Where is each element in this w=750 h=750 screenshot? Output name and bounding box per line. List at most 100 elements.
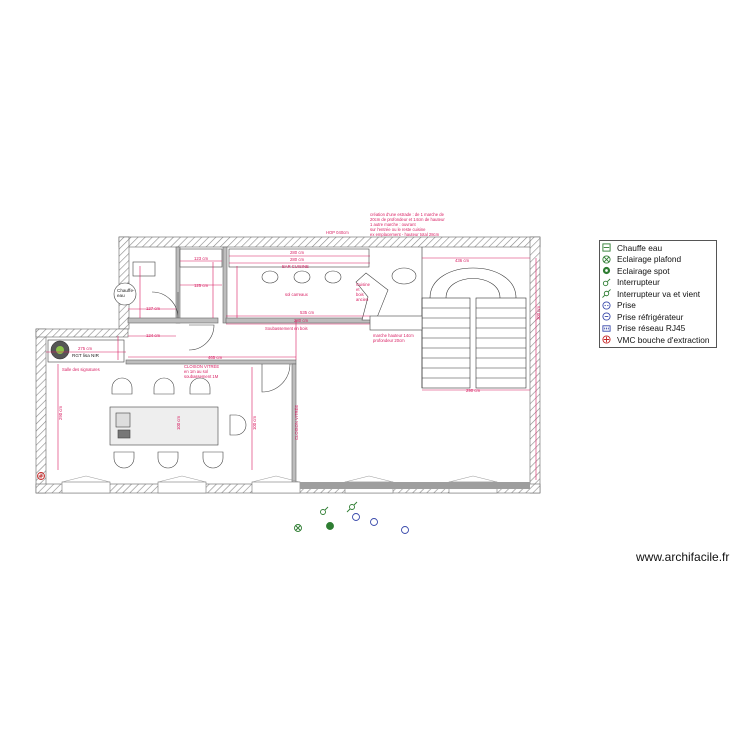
water-heater	[113, 282, 137, 306]
note-cloison: soubassement 1M	[184, 374, 219, 379]
dim-label: 100 cm	[252, 415, 257, 430]
window-3	[251, 481, 301, 494]
note-salle: Salle des signatures	[62, 367, 100, 372]
legend-item-ceiling-light: Eclairage plafond	[602, 254, 681, 265]
legend-item-rj45: Prise réseau RJ45	[602, 323, 685, 334]
kitchen-counter	[228, 248, 370, 268]
legend-item-switch: Interrupteur	[602, 277, 660, 288]
switch-icon	[602, 278, 611, 286]
note-creation: 20cm de profondeur et 14cm de hauteur	[370, 217, 445, 222]
legend-label: Prise réseau RJ45	[617, 323, 686, 333]
kitchen-island	[355, 272, 389, 321]
legend-label: VMC bouche d'extraction	[617, 334, 710, 345]
dim-label: 125 cm	[194, 283, 209, 288]
chair-7	[229, 414, 247, 436]
electrical-symbols	[37, 472, 409, 534]
legend-item-vmc: VMC bouche d'extraction	[602, 334, 709, 345]
note-creation: création d'une estrade : de 1 marche de	[370, 212, 445, 217]
legend-label: Prise	[617, 300, 636, 310]
dim-label: 127 cm	[146, 306, 161, 311]
dim-label: 465 cm	[208, 355, 223, 360]
outlet-icon	[352, 513, 360, 521]
note-cloison: CLOISON VITRÉE	[184, 364, 219, 369]
window-2	[157, 481, 207, 494]
spot-light-icon	[326, 522, 334, 530]
dim-label: 300 cm	[536, 305, 541, 320]
stool-3	[324, 270, 342, 284]
window-1	[61, 481, 111, 494]
stove	[369, 315, 423, 331]
staircase	[421, 247, 527, 389]
note-cloison: en 1m au sol	[184, 369, 208, 374]
wall-top	[118, 236, 541, 248]
wall-right	[529, 236, 541, 494]
note-chauffe-eau: Chauffe-eau	[117, 288, 135, 298]
rj45-icon	[401, 526, 409, 534]
chair-3	[189, 377, 211, 395]
legend-item-two-way-switch: Interrupteur va et vient	[602, 288, 700, 299]
fridge-outlet-icon	[370, 518, 378, 526]
watermark: www.archifacile.fr	[636, 550, 730, 564]
ceiling-light-icon	[294, 524, 302, 532]
chair-5	[157, 451, 179, 469]
note-coloc: sol carreaux	[285, 292, 309, 297]
wall-partition-5	[125, 359, 297, 365]
legend: Chauffe eau Eclairage plafond Eclairage …	[599, 240, 717, 348]
kitchen	[132, 248, 423, 331]
dim-label: 123 cm	[194, 256, 209, 261]
note-creation: ex emplacement - hauteur total 28cm	[370, 232, 440, 237]
dim-label: 275 cm	[78, 346, 93, 351]
note-cloison-vertical: CLOISON VITRÉE	[294, 405, 299, 440]
glazed-bay	[300, 482, 530, 489]
dim-label: 124 cm	[146, 333, 161, 338]
legend-item-spot-light: Eclairage spot	[602, 265, 670, 276]
note-creation: sur l'entrée ou le reste cuisine	[370, 227, 426, 232]
note-marche: marche hauteur 14cm	[373, 333, 414, 338]
dim-label: 280 cm	[290, 250, 305, 255]
note-soubassement: Soubassement en bois	[265, 326, 308, 331]
ceiling-light-icon	[602, 254, 611, 264]
legend-item-fridge-outlet: Prise réfrigérateur	[602, 311, 683, 322]
vmc-icon	[602, 335, 611, 344]
note-marche: profondeur 20cm	[373, 338, 405, 343]
doors	[151, 291, 291, 393]
switch-icon	[320, 509, 326, 515]
outlet-icon	[602, 300, 611, 310]
walls	[35, 236, 541, 494]
meeting-room	[47, 339, 247, 469]
rj45-icon	[602, 324, 611, 332]
dim-label: 100 cm	[176, 415, 181, 430]
dim-label: 290 cm	[466, 388, 481, 393]
dim-label: 535 cm	[300, 310, 315, 315]
spot-light-icon	[602, 266, 611, 275]
wc	[132, 261, 156, 277]
note-creation: 1 autre marche : ouvrant	[370, 222, 416, 227]
round-table	[391, 267, 417, 285]
vmc-icon	[37, 472, 45, 480]
legend-label: Eclairage plafond	[617, 254, 682, 264]
legend-label: Interrupteur	[617, 277, 660, 287]
wall-left-lower	[35, 328, 47, 494]
legend-label: Chauffe eau	[617, 242, 663, 253]
stool-2	[293, 270, 311, 284]
wall-step-top	[35, 328, 129, 338]
dim-label: 280 cm	[290, 257, 305, 262]
legend-item-outlet: Prise	[602, 300, 636, 311]
legend-item-water-heater: Chauffe eau	[602, 242, 662, 253]
water-heater-icon	[602, 243, 611, 252]
wall-partition-3	[127, 317, 219, 324]
dim-label: 436 cm	[455, 258, 470, 263]
two-way-switch-icon	[349, 504, 355, 510]
legend-label: Interrupteur va et vient	[617, 288, 701, 299]
chair-4	[113, 451, 135, 469]
dimension-lines	[46, 255, 537, 480]
chair-2	[153, 377, 175, 395]
chair-6	[202, 451, 224, 469]
legend-label: Eclairage spot	[617, 265, 670, 276]
dim-label: 290 cm	[58, 405, 63, 420]
cabinet-1	[179, 248, 223, 268]
two-way-switch-icon	[602, 289, 611, 298]
dim-label: 280 cm	[294, 318, 309, 323]
